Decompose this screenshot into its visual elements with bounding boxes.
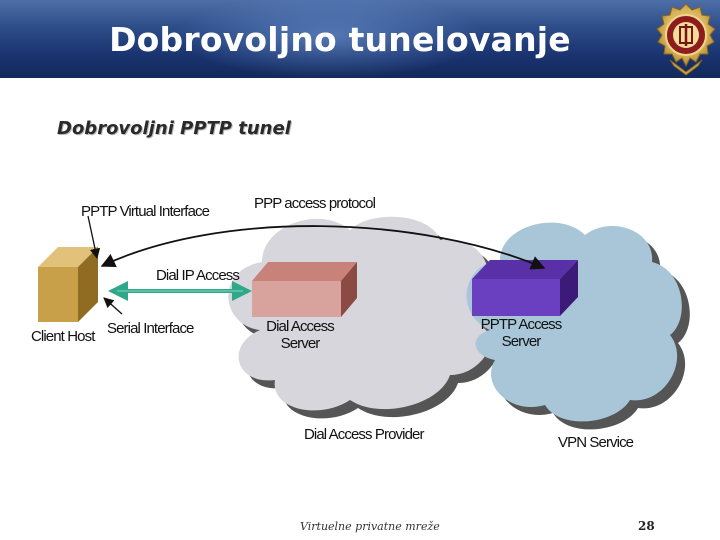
label-dial-access-provider: Dial Access Provider <box>304 426 424 443</box>
label-dial-access-server-line2: Server <box>280 335 321 352</box>
label-dial-access-server: Dial Access Server <box>255 318 345 352</box>
slide-title: Dobrovoljno tunelovanje <box>109 20 571 59</box>
label-serial-interface: Serial Interface <box>107 320 194 337</box>
label-pptp-access-server-line1: PPTP Access <box>480 316 563 333</box>
label-vpn-service: VPN Service <box>558 434 634 451</box>
university-seal-icon <box>656 3 716 76</box>
ppp-tunnel-arrow <box>100 225 546 270</box>
pptp-virtual-interface-pointer <box>87 215 101 260</box>
dial-access-server-box <box>252 262 357 317</box>
label-pptp-access-server-line2: Server <box>501 333 542 350</box>
client-host-box <box>38 247 98 322</box>
diagram-subtitle: Dobrovoljni PPTP tunel <box>57 118 291 139</box>
label-ppp-access-protocol: PPP access protocol <box>254 195 376 212</box>
label-dial-ip-access: Dial IP Access <box>156 267 240 284</box>
header-glow <box>0 0 720 78</box>
label-dial-access-server-line1: Dial Access <box>266 318 335 335</box>
pptp-access-server-box <box>472 260 578 316</box>
page-number: 28 <box>638 519 655 533</box>
footer-text: Virtuelne privatne mreže <box>300 520 440 533</box>
serial-interface-pointer <box>103 297 123 315</box>
label-pptp-virtual-interface: PPTP Virtual Interface <box>81 203 210 220</box>
label-client-host: Client Host <box>31 328 95 345</box>
label-pptp-access-server: PPTP Access Server <box>476 316 566 350</box>
